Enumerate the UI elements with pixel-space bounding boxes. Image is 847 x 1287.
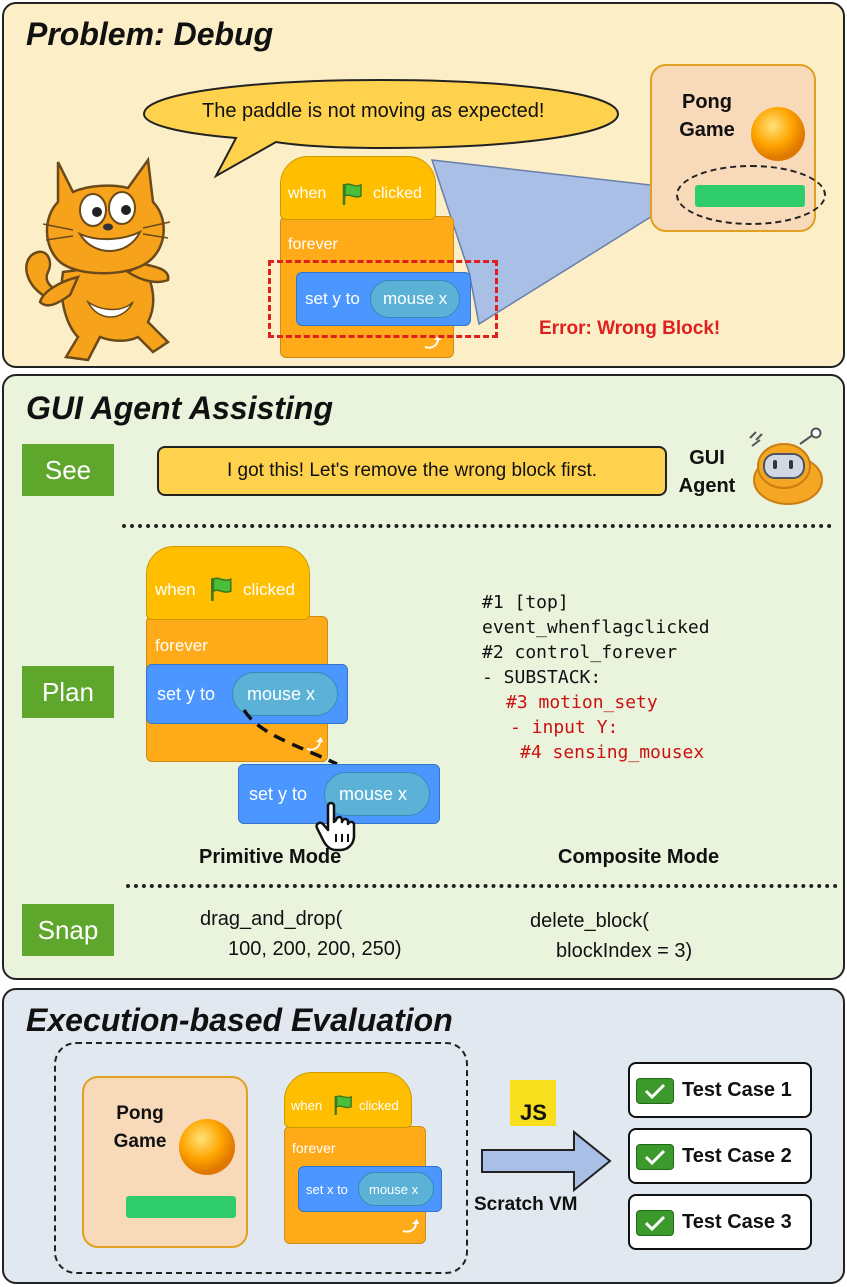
primitive-mode-label: Primitive Mode (199, 846, 342, 868)
gui-agent-label: GUI Agent (678, 447, 736, 497)
eval-hat-clicked-label: clicked (359, 1098, 399, 1113)
dragged-mouse-x-reporter[interactable] (324, 772, 430, 816)
mouse-x-label: mouse x (383, 289, 448, 308)
hat-clicked-label: clicked (373, 185, 422, 202)
agent-panel: GUI Agent Assisting See I got this! Let'… (2, 374, 845, 980)
composite-mode-label: Composite Mode (558, 846, 720, 868)
speech-text: The paddle is not moving as expected! (202, 100, 545, 122)
js-logo-text: JS (520, 1100, 547, 1125)
set-y-label: set y to (305, 289, 360, 308)
hat-when-label: when (288, 185, 327, 202)
plan-hat-when-label: when (155, 580, 196, 599)
scratch-vm-label: Scratch VM (474, 1194, 578, 1215)
separator-dotted-2 (126, 884, 838, 888)
test-case-2-label: Test Case 2 (682, 1145, 792, 1167)
plan-green-flag-icon (210, 577, 232, 601)
code-line: #3 motion_sety (506, 692, 658, 713)
eval-mouse-x-reporter[interactable] (358, 1172, 434, 1206)
eval-forever-label: forever (292, 1140, 336, 1156)
dragged-mouse-x-label: mouse x (339, 784, 408, 804)
eval-pong-game-title: Pong Game (113, 1103, 167, 1152)
check-icon (636, 1078, 674, 1104)
plan-mouse-x-reporter[interactable] (232, 672, 338, 716)
scratch-cat-icon (25, 156, 171, 362)
test-case-2: Test Case 2 (628, 1128, 812, 1184)
dragged-set-y-label: set y to (249, 784, 308, 804)
test-case-3: Test Case 3 (628, 1194, 812, 1250)
snap-composite-line-2: blockIndex = 3) (556, 940, 693, 962)
snap-primitive-line-2: 100, 200, 200, 250) (228, 938, 402, 960)
code-line: event_whenflagclicked (482, 617, 710, 638)
check-mark-icon (644, 1215, 666, 1232)
code-line: - input Y: (510, 717, 619, 738)
eval-ball-icon (179, 1119, 235, 1175)
evaluation-panel: Execution-based Evaluation Pong Game for… (2, 988, 845, 1284)
speech-bubble (142, 78, 620, 179)
plan-mouse-x-label: mouse x (247, 684, 316, 704)
js-logo (510, 1080, 556, 1126)
test-case-3-label: Test Case 3 (682, 1211, 792, 1233)
drag-path (242, 709, 338, 766)
code-line: #1 [top] (482, 592, 569, 613)
code-line: #4 sensing_mousex (520, 742, 705, 763)
evaluation-title: Execution-based Evaluation (26, 1002, 453, 1038)
plan-loop-arrow-icon (307, 737, 323, 751)
code-line: - SUBSTACK: (482, 667, 602, 688)
see-message: I got this! Let's remove the wrong block… (157, 446, 667, 496)
eval-set-x-label: set x to (306, 1182, 348, 1197)
error-label: Error: Wrong Block! (539, 318, 721, 339)
eval-green-flag-icon (334, 1095, 352, 1115)
eval-loop-arrow-icon (403, 1219, 419, 1233)
code-listing: #1 [top] event_whenflagclicked #2 control_… (482, 590, 710, 765)
plan-set-y-label: set y to (157, 684, 216, 704)
paddle-highlight-ellipse (676, 165, 826, 225)
green-flag-icon (342, 183, 362, 205)
separator-dotted-1 (122, 524, 832, 528)
error-highlight-box (268, 260, 498, 338)
snap-primitive-line-1: drag_and_drop( (200, 908, 343, 930)
snap-tag: Snap (22, 904, 114, 956)
code-line: #2 control_forever (482, 642, 678, 663)
check-mark-icon (644, 1149, 666, 1166)
problem-title: Problem: Debug (26, 16, 274, 52)
loop-arrow-icon (425, 335, 441, 349)
eval-mouse-x-label: mouse x (369, 1182, 419, 1197)
test-case-1: Test Case 1 (628, 1062, 812, 1118)
agent-title: GUI Agent Assisting (26, 390, 333, 426)
check-icon (636, 1210, 674, 1236)
eval-hat-when-label: when (291, 1098, 323, 1113)
check-icon (636, 1144, 674, 1170)
ball-icon (751, 107, 805, 161)
robot-agent-icon (749, 427, 823, 505)
plan-tag: Plan (22, 666, 114, 718)
mouse-x-reporter[interactable] (370, 280, 460, 318)
environment-dashed-box (54, 1042, 468, 1274)
vm-arrow (481, 1129, 612, 1193)
pong-game-title: Pong Game (679, 91, 735, 141)
forever-label: forever (288, 236, 338, 253)
plan-forever-label: forever (155, 636, 208, 655)
hand-cursor-icon (315, 801, 356, 852)
plan-hat-clicked-label: clicked (243, 580, 295, 599)
test-case-1-label: Test Case 1 (682, 1079, 792, 1101)
eval-paddle (126, 1196, 236, 1218)
see-tag: See (22, 444, 114, 496)
check-mark-icon (644, 1083, 666, 1100)
snap-composite-line-1: delete_block( (530, 910, 649, 932)
problem-panel: Problem: Debug The paddle is not moving … (2, 2, 845, 368)
